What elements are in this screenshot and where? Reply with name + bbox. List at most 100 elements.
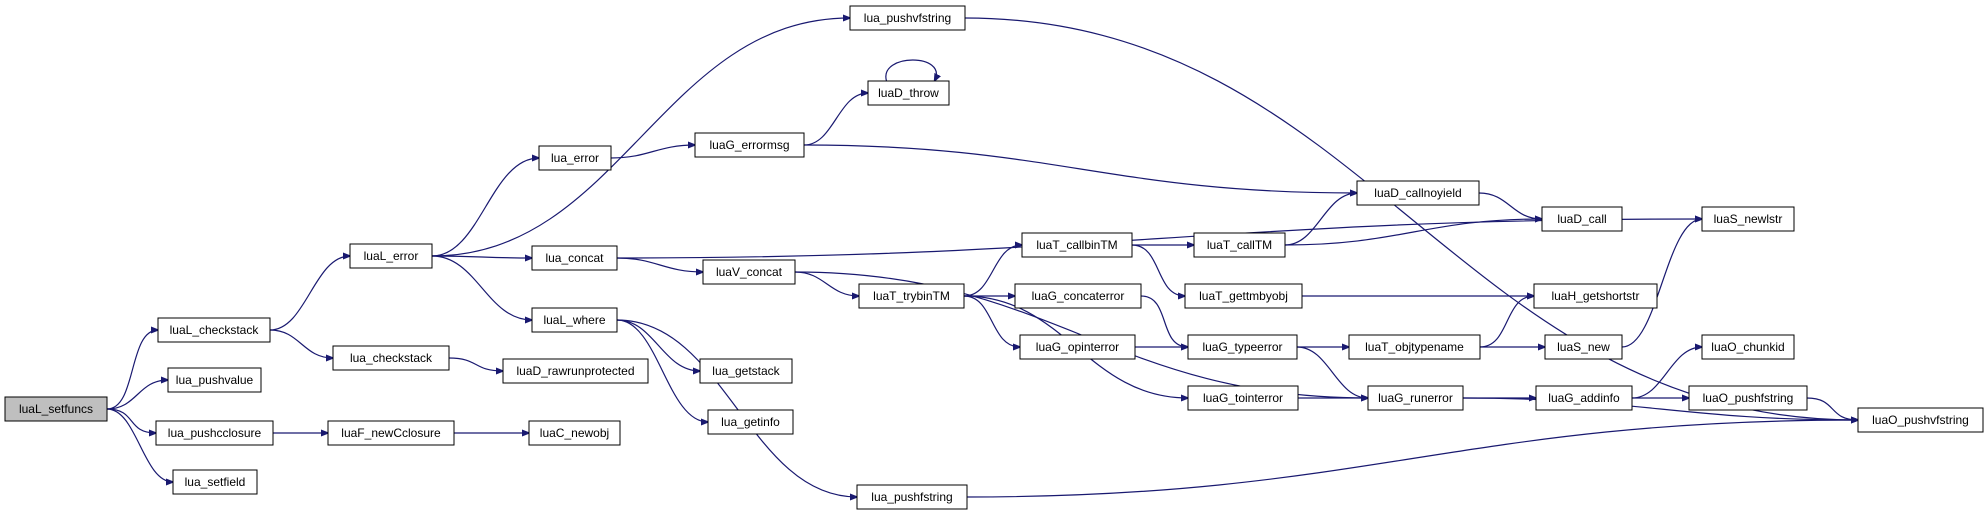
node-lua_pushvfstring[interactable]: lua_pushvfstring: [849, 5, 966, 31]
node-luaO_pushvfstring[interactable]: luaO_pushvfstring: [1857, 407, 1984, 433]
node-luaD_rawrunprotected[interactable]: luaD_rawrunprotected: [502, 358, 649, 384]
node-luaG_opinterror[interactable]: luaG_opinterror: [1019, 334, 1136, 360]
nodes-layer: luaL_setfuncs luaL_checkstack lua_pushvalu…: [4, 5, 1984, 510]
node-label: luaO_pushfstring: [1703, 391, 1794, 405]
node-label: luaG_runerror: [1378, 391, 1453, 405]
node-luaS_new[interactable]: luaS_new: [1544, 334, 1623, 360]
edge-lua_concat-to-luaS_newlstr: [616, 219, 1702, 259]
edge-luaL_error-to-lua_pushvfstring: [431, 18, 850, 257]
edge-lua_error-to-luaG_errormsg: [610, 145, 695, 159]
node-luaD_callnoyield[interactable]: luaD_callnoyield: [1356, 180, 1480, 206]
node-label: lua_concat: [545, 251, 604, 265]
node-box: [1019, 334, 1136, 360]
node-luaG_addinfo[interactable]: luaG_addinfo: [1535, 385, 1633, 411]
edge-luaT_callTM-to-luaD_call: [1284, 219, 1542, 246]
node-label: luaL_checkstack: [170, 323, 260, 337]
node-luaH_getshortstr[interactable]: luaH_getshortstr: [1533, 283, 1658, 309]
node-luaL_where[interactable]: luaL_where: [531, 307, 618, 333]
node-luaV_concat[interactable]: luaV_concat: [702, 259, 796, 285]
node-luaT_callbinTM[interactable]: luaT_callbinTM: [1021, 232, 1133, 258]
edge-luaL_error-to-lua_concat: [431, 256, 532, 258]
edge-luaL_error-to-luaL_where: [431, 255, 532, 320]
node-luaT_trybinTM[interactable]: luaT_trybinTM: [858, 283, 965, 309]
edge-luaL_setfuncs-to-lua_setfield: [106, 408, 173, 482]
node-label: luaL_setfuncs: [19, 402, 93, 416]
node-luaD_throw[interactable]: luaD_throw: [867, 80, 950, 106]
node-label: lua_pushvfstring: [864, 11, 951, 25]
node-luaS_newlstr[interactable]: luaS_newlstr: [1701, 206, 1795, 232]
edge-luaT_objtypename-to-luaH_getshortstr: [1479, 296, 1534, 348]
node-luaG_concaterror[interactable]: luaG_concaterror: [1014, 283, 1142, 309]
edge-luaT_trybinTM-to-luaG_opinterror: [963, 295, 1020, 347]
node-lua_pushcclosure[interactable]: lua_pushcclosure: [155, 420, 274, 446]
node-label: lua_error: [551, 151, 599, 165]
node-box: [1193, 232, 1286, 258]
node-luaT_gettmbyobj[interactable]: luaT_gettmbyobj: [1184, 283, 1303, 309]
node-label: luaT_callTM: [1207, 238, 1272, 252]
node-box: [167, 367, 262, 393]
node-label: luaV_concat: [716, 265, 783, 279]
node-label: lua_pushvalue: [176, 373, 254, 387]
node-label: luaT_objtypename: [1365, 340, 1464, 354]
node-box: [858, 283, 965, 309]
node-luaG_errormsg[interactable]: luaG_errormsg: [694, 132, 805, 158]
node-box: [702, 259, 796, 285]
node-luaC_newobj[interactable]: luaC_newobj: [528, 420, 621, 446]
node-box: [1701, 206, 1795, 232]
node-luaG_runerror[interactable]: luaG_runerror: [1367, 385, 1464, 411]
node-lua_error[interactable]: lua_error: [538, 145, 612, 171]
node-box: [531, 245, 618, 271]
edge-lua_pushfstring-to-luaO_pushvfstring: [966, 420, 1858, 498]
node-luaG_tointerror[interactable]: luaG_tointerror: [1187, 385, 1299, 411]
node-box: [502, 358, 649, 384]
node-luaL_checkstack[interactable]: luaL_checkstack: [157, 317, 271, 343]
node-label: luaF_newCclosure: [341, 426, 441, 440]
node-lua_concat[interactable]: lua_concat: [531, 245, 618, 271]
edge-luaL_checkstack-to-luaL_error: [269, 256, 350, 331]
node-luaL_error[interactable]: luaL_error: [349, 243, 433, 269]
edge-lua_concat-to-luaV_concat: [616, 257, 703, 272]
edge-luaG_errormsg-to-luaD_callnoyield: [803, 144, 1357, 193]
node-label: lua_getinfo: [721, 415, 780, 429]
node-lua_setfield[interactable]: lua_setfield: [172, 469, 258, 495]
node-label: luaL_error: [364, 249, 419, 263]
edge-luaL_setfuncs-to-lua_pushvalue: [106, 380, 168, 410]
node-luaO_chunkid[interactable]: luaO_chunkid: [1701, 334, 1795, 360]
node-luaT_callTM[interactable]: luaT_callTM: [1193, 232, 1286, 258]
edge-luaL_setfuncs-to-luaL_checkstack: [106, 330, 158, 410]
edge-luaG_addinfo-to-luaO_chunkid: [1631, 347, 1702, 399]
node-box: [707, 409, 794, 435]
node-box: [332, 345, 450, 371]
edge-luaL_setfuncs-to-lua_pushcclosure: [106, 408, 156, 433]
node-box: [155, 420, 274, 446]
node-box: [1541, 206, 1623, 232]
node-lua_getstack[interactable]: lua_getstack: [699, 358, 793, 384]
node-box: [349, 243, 433, 269]
node-label: lua_getstack: [712, 364, 780, 378]
node-lua_pushfstring[interactable]: lua_pushfstring: [856, 484, 968, 510]
node-box: [157, 317, 271, 343]
node-lua_getinfo[interactable]: lua_getinfo: [707, 409, 794, 435]
node-luaF_newCclosure[interactable]: luaF_newCclosure: [327, 420, 455, 446]
node-label: luaD_rawrunprotected: [516, 364, 634, 378]
edge-lua_checkstack-to-luaD_rawrunprotected: [448, 357, 503, 371]
edge-luaL_where-to-lua_pushfstring: [616, 319, 857, 497]
node-label: luaD_call: [1557, 212, 1606, 226]
node-label: lua_pushcclosure: [168, 426, 262, 440]
node-box: [538, 145, 612, 171]
node-luaT_objtypename[interactable]: luaT_objtypename: [1348, 334, 1481, 360]
node-luaO_pushfstring[interactable]: luaO_pushfstring: [1688, 385, 1808, 411]
node-label: luaL_where: [543, 313, 605, 327]
node-luaL_setfuncs[interactable]: luaL_setfuncs: [4, 396, 108, 422]
node-label: luaG_opinterror: [1036, 340, 1119, 354]
node-lua_pushvalue[interactable]: lua_pushvalue: [167, 367, 262, 393]
node-lua_checkstack[interactable]: lua_checkstack: [332, 345, 450, 371]
edge-luaG_runerror-to-luaO_pushvfstring: [1462, 397, 1858, 420]
node-label: luaT_trybinTM: [873, 289, 950, 303]
node-box: [1701, 334, 1795, 360]
edge-luaG_typeerror-to-luaG_runerror: [1296, 346, 1368, 398]
node-label: luaH_getshortstr: [1551, 289, 1639, 303]
node-luaD_call[interactable]: luaD_call: [1541, 206, 1623, 232]
node-luaG_typeerror[interactable]: luaG_typeerror: [1187, 334, 1298, 360]
